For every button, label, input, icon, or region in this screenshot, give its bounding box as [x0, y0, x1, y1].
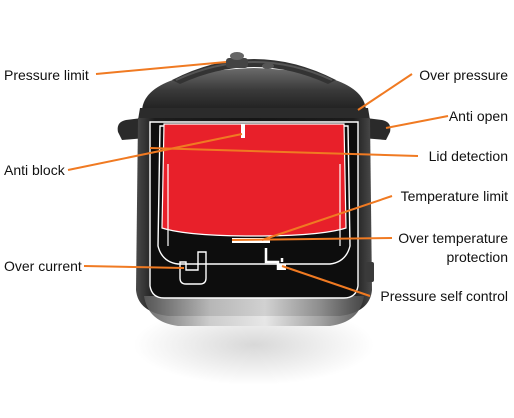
- anti-block-valve: [241, 124, 245, 138]
- label-temperature-limit: Temperature limit: [401, 188, 508, 204]
- leader-anti-open: [385, 115, 449, 129]
- current-fuse: [179, 251, 207, 285]
- inner-pot: [161, 123, 347, 237]
- label-anti-open: Anti open: [449, 108, 508, 124]
- leader-pressure-limit: [95, 61, 227, 75]
- leader-over-current: [83, 265, 185, 269]
- lid-handle-top: [175, 61, 333, 81]
- lid-rim: [138, 108, 370, 120]
- label-over-current: Over current: [4, 258, 82, 274]
- leader-lines: [67, 61, 449, 297]
- leader-lid-detection: [149, 147, 419, 157]
- label-pressure-limit: Pressure limit: [4, 67, 89, 83]
- lid-handle: [172, 59, 336, 84]
- lid: [142, 68, 366, 112]
- valve-knob: [230, 52, 244, 60]
- inner-pot-outline: [157, 125, 351, 265]
- leader-over-temperature: [231, 237, 393, 241]
- side-control: [366, 262, 374, 282]
- base-ring: [144, 296, 364, 326]
- label-lid-detection: Lid detection: [429, 148, 508, 164]
- label-pressure-self-control: Pressure self control: [380, 288, 508, 304]
- leader-over-pressure: [357, 73, 413, 111]
- leader-pressure-self-control: [281, 265, 371, 297]
- float-valve: [262, 63, 274, 69]
- label-over-pressure: Over pressure: [419, 67, 508, 83]
- label-anti-block: Anti block: [4, 162, 66, 178]
- label-over-temperature-line2: protection: [447, 249, 508, 265]
- label-over-temperature-line1: Over temperature: [398, 230, 508, 246]
- leader-temperature-limit: [261, 195, 393, 241]
- pressure-valve: [226, 58, 248, 68]
- leader-anti-block: [67, 133, 243, 171]
